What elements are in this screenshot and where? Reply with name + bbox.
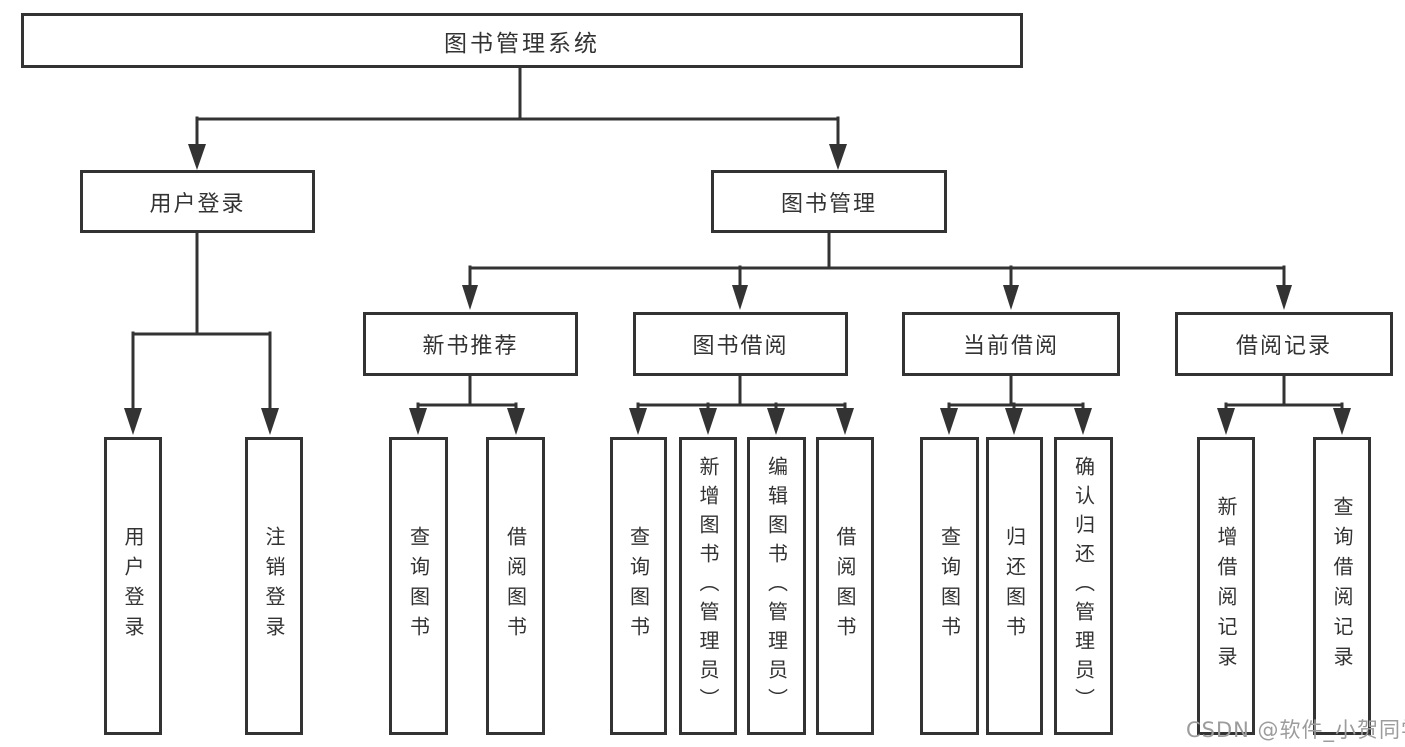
node-current-borrow-label: 当前借阅 — [962, 334, 1059, 359]
leaf-query-books-current-label: 查询图书 — [937, 526, 962, 646]
node-book-borrow: 图书借阅 — [633, 312, 848, 376]
node-root: 图书管理系统 — [21, 13, 1023, 68]
node-book-borrow-label: 图书借阅 — [692, 334, 789, 359]
node-root-label: 图书管理系统 — [444, 30, 600, 57]
node-book-management: 图书管理 — [711, 170, 947, 233]
node-book-management-label: 图书管理 — [780, 191, 877, 217]
leaf-borrow-books-borrow: 借阅图书 — [816, 437, 874, 735]
leaf-logout: 注销登录 — [245, 437, 303, 735]
leaf-add-book-admin: 新增图书（管理员） — [679, 437, 737, 735]
leaf-query-borrow-record-label: 查询借阅记录 — [1330, 496, 1354, 676]
leaf-query-books-current: 查询图书 — [920, 437, 979, 735]
leaf-query-books-borrow-label: 查询图书 — [626, 526, 651, 646]
leaf-add-borrow-record-label: 新增借阅记录 — [1214, 496, 1238, 676]
leaf-add-borrow-record: 新增借阅记录 — [1197, 437, 1255, 735]
leaf-user-login: 用户登录 — [104, 437, 162, 735]
leaf-logout-label: 注销登录 — [262, 526, 286, 646]
leaf-borrow-books-borrow-label: 借阅图书 — [833, 526, 857, 646]
leaf-borrow-books-recommend-label: 借阅图书 — [503, 526, 528, 646]
leaf-query-books-recommend-label: 查询图书 — [406, 526, 431, 646]
connector-paths — [131, 66, 1344, 414]
node-user-login: 用户登录 — [80, 170, 315, 233]
node-user-login-label: 用户登录 — [149, 191, 246, 217]
leaf-confirm-return-admin-label: 确认归还（管理员） — [1071, 455, 1096, 717]
leaf-borrow-books-recommend: 借阅图书 — [486, 437, 545, 735]
node-new-book-recommend: 新书推荐 — [363, 312, 578, 376]
leaf-return-book: 归还图书 — [986, 437, 1043, 735]
leaf-return-book-label: 归还图书 — [1002, 526, 1027, 646]
leaf-add-book-admin-label: 新增图书（管理员） — [696, 455, 720, 717]
arrowheads — [124, 144, 1351, 435]
node-current-borrow: 当前借阅 — [902, 312, 1120, 376]
leaf-query-books-recommend: 查询图书 — [389, 437, 448, 735]
node-borrow-records: 借阅记录 — [1175, 312, 1393, 376]
csdn-watermark: CSDN @软件_小贺同学 — [1186, 718, 1405, 742]
leaf-query-borrow-record: 查询借阅记录 — [1313, 437, 1371, 735]
leaf-query-books-borrow: 查询图书 — [610, 437, 667, 735]
node-borrow-records-label: 借阅记录 — [1235, 334, 1332, 359]
node-new-book-recommend-label: 新书推荐 — [422, 334, 519, 359]
leaf-confirm-return-admin: 确认归还（管理员） — [1054, 437, 1113, 735]
leaf-edit-book-admin-label: 编辑图书（管理员） — [764, 455, 789, 717]
leaf-edit-book-admin: 编辑图书（管理员） — [747, 437, 806, 735]
leaf-user-login-label: 用户登录 — [121, 526, 145, 646]
